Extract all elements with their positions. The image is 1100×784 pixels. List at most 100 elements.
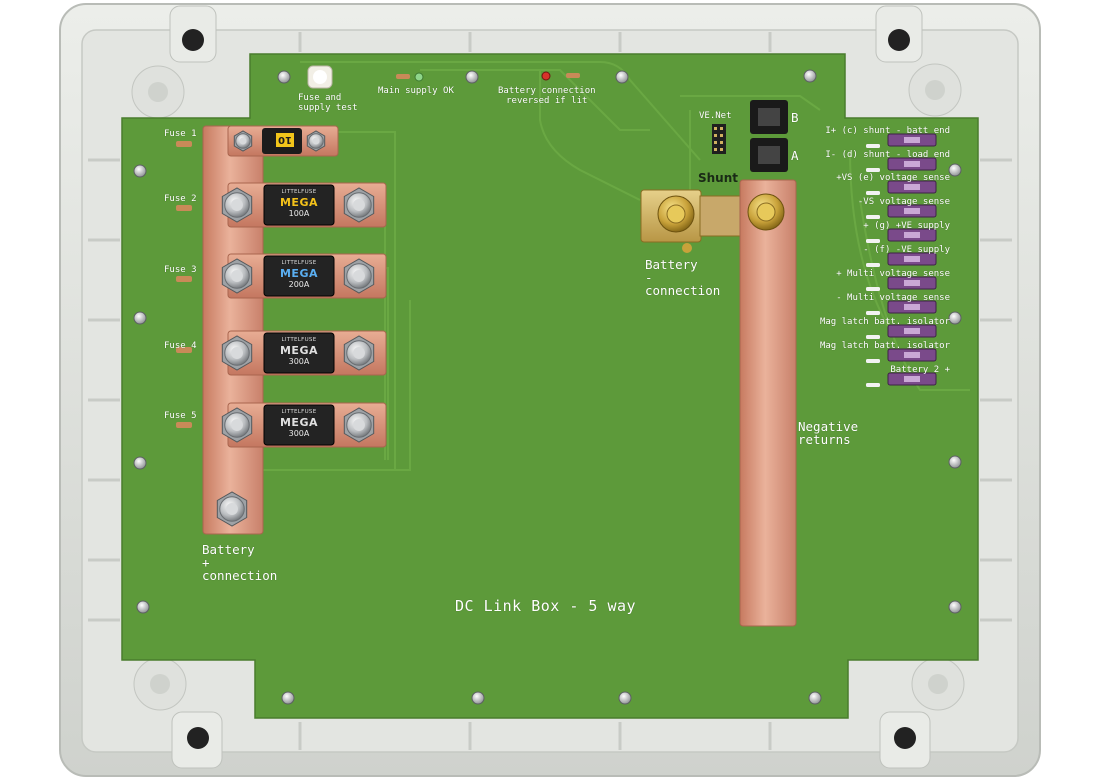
- mega-fuse-rating: 100A: [288, 209, 310, 218]
- terminal-resistor: [866, 191, 880, 195]
- led-battery-reversed: [541, 71, 551, 81]
- mounting-lug-tl: [169, 5, 217, 63]
- terminal-label: + Multi voltage sense: [836, 269, 950, 279]
- terminal-resistor: [866, 383, 880, 387]
- pcb-screw: [808, 691, 822, 705]
- terminal-resistor: [866, 168, 880, 172]
- small-fuse[interactable]: [262, 128, 302, 154]
- mega-fuse-model: MEGA: [279, 344, 318, 357]
- terminal-label: +VS (e) voltage sense: [836, 173, 950, 183]
- mega-fuse-body[interactable]: [263, 255, 335, 297]
- board-title: DC Link Box - 5 way: [455, 597, 637, 615]
- mega-fuse-rating: 200A: [288, 280, 310, 289]
- terminal-label: Mag latch batt. isolator: [819, 317, 950, 327]
- mega-fuse-body[interactable]: [263, 332, 335, 374]
- ve-net-header: [712, 124, 726, 154]
- terminal-label: - Multi voltage sense: [836, 293, 950, 303]
- bolt: [343, 187, 375, 223]
- pcb-screw: [615, 70, 629, 84]
- mega-fuse-rating: 300A: [288, 429, 310, 438]
- led-fuse-supply-test[interactable]: [307, 65, 333, 89]
- terminal-resistor: [866, 335, 880, 339]
- label-battery-plus: Battery + connection: [202, 542, 278, 583]
- label-fuse-1: Fuse 1: [164, 129, 197, 139]
- terminal-resistor: [866, 311, 880, 315]
- bolt: [216, 491, 248, 527]
- fuse-resistor: [176, 141, 192, 147]
- led-main-supply-ok: [414, 72, 424, 82]
- pcb-screw: [803, 69, 817, 83]
- mega-fuse-rows: [227, 182, 387, 448]
- terminal-slot: [904, 328, 920, 334]
- pcb-screw: [465, 70, 479, 84]
- label-battery-minus: Battery - connection: [645, 257, 721, 298]
- fuse-resistor: [176, 276, 192, 282]
- terminal-slot: [904, 232, 920, 238]
- fuse-resistors: [176, 141, 192, 428]
- pcb-screw: [277, 70, 291, 84]
- terminal-resistor: [866, 144, 880, 148]
- label-shunt: Shunt: [698, 171, 739, 185]
- enclosure-ribs: [88, 32, 1012, 750]
- terminal-label: I- (d) shunt - load end: [825, 150, 950, 160]
- terminal-label: Mag latch batt. isolator: [819, 341, 950, 351]
- pcb-screw: [618, 691, 632, 705]
- mega-fuse-model: MEGA: [279, 416, 318, 429]
- resistor-main-supply: [396, 74, 410, 79]
- pcb-screw: [948, 163, 962, 177]
- terminal-label: I+ (c) shunt - batt end: [825, 126, 950, 136]
- terminal-resistor: [866, 239, 880, 243]
- corner-boss-bl: [133, 657, 187, 711]
- mega-fuse-brand: LITTELFUSE: [281, 337, 317, 343]
- corner-boss-br: [911, 657, 965, 711]
- mounting-lug-br: [879, 711, 931, 769]
- pcb-screw: [948, 600, 962, 614]
- corner-boss-tr: [908, 63, 962, 117]
- mega-fuse-brand: LITTELFUSE: [281, 409, 317, 415]
- mounting-lug-tr: [875, 5, 923, 63]
- terminal-slot: [904, 256, 920, 262]
- pcb-screw: [133, 311, 147, 325]
- fuse-resistor: [176, 422, 192, 428]
- label-fuse-2: Fuse 2: [164, 194, 197, 204]
- terminal-resistor: [866, 359, 880, 363]
- small-fuse-rating: 10: [278, 134, 292, 145]
- label-fuse-supply-test: Fuse and supply test: [298, 93, 358, 113]
- mega-fuse-model: MEGA: [279, 196, 318, 209]
- label-ve-net: VE.Net: [699, 111, 732, 121]
- terminal-label: Battery 2 +: [890, 365, 950, 375]
- mega-fuse-body[interactable]: [263, 404, 335, 446]
- mega-fuse-brand: LITTELFUSE: [281, 260, 317, 266]
- mega-fuse-body[interactable]: [263, 184, 335, 226]
- negative-main-bolt: [747, 193, 785, 231]
- shunt: [640, 189, 741, 253]
- pcb-screw: [136, 600, 150, 614]
- pcb-screw: [281, 691, 295, 705]
- bolt: [306, 130, 326, 152]
- terminal-slot: [904, 184, 920, 190]
- pcb-screw: [471, 691, 485, 705]
- terminal-slot: [904, 376, 920, 382]
- bolt: [343, 407, 375, 443]
- terminal-resistor: [866, 215, 880, 219]
- terminal-slot: [904, 280, 920, 286]
- label-port-a: A: [791, 148, 799, 163]
- small-fuse-text: 10: [278, 134, 292, 145]
- mega-fuse-rating: 300A: [288, 357, 310, 366]
- terminal-connectors: [866, 133, 937, 387]
- pcb-screw: [133, 164, 147, 178]
- vedirect-port-a[interactable]: [750, 138, 788, 172]
- fuse-resistor: [176, 205, 192, 211]
- vedirect-port-b[interactable]: [750, 100, 788, 134]
- label-fuse-3: Fuse 3: [164, 265, 197, 275]
- bolt: [343, 335, 375, 371]
- pcb-screw: [133, 456, 147, 470]
- terminal-label: - (f) -VE supply: [863, 245, 950, 255]
- terminal-label: -VS voltage sense: [857, 197, 950, 207]
- pcb-screw: [948, 311, 962, 325]
